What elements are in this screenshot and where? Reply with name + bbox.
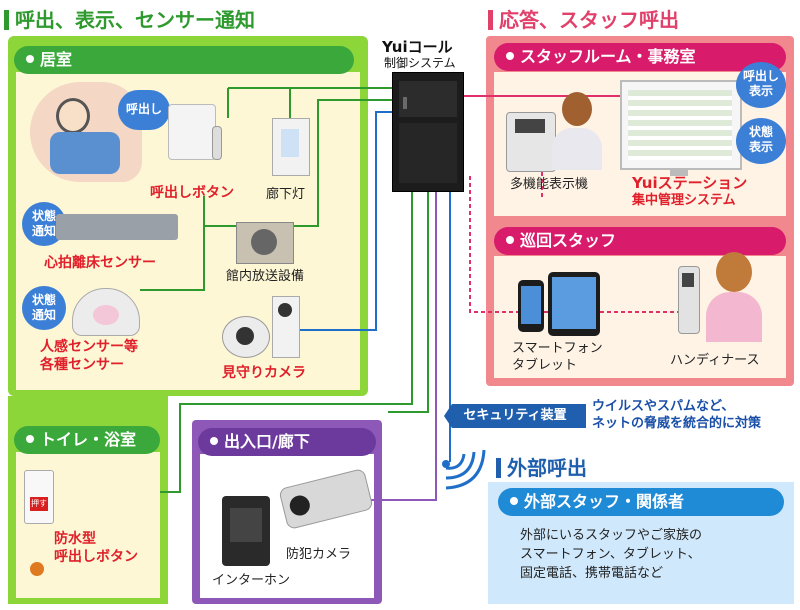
security-label-tag: セキュリティ装置	[444, 404, 586, 428]
multi-display-label: 多機能表示機	[510, 177, 589, 192]
intercom-device	[222, 496, 270, 566]
intercom-label: インターホン	[212, 573, 291, 588]
staff-operator-illustration	[552, 92, 602, 172]
entrance-title-pill: 出入口/廊下	[198, 428, 376, 456]
toilet-title-pill: トイレ・浴室	[14, 426, 160, 454]
pull-cord-bell-icon	[30, 562, 44, 576]
motion-sensor-label: 人感センサー等 各種センサー	[40, 339, 138, 373]
camera-label: 見守りカメラ	[222, 365, 306, 381]
security-note: ウイルスやスパムなど、 ネットの脅威を統合的に対策	[592, 399, 762, 431]
status-display-badge: 状態 表示	[736, 118, 786, 164]
external-title-pill: 外部スタッフ・関係者	[498, 488, 784, 516]
call-badge: 呼出し	[118, 90, 170, 130]
smartphone-device	[518, 280, 544, 332]
call-button-handle	[212, 126, 222, 160]
waterproof-button-device: 押す	[24, 470, 54, 524]
control-cabinet	[392, 72, 464, 192]
smartphone-label: スマートフォン タブレット	[512, 341, 603, 373]
status-badge-motion: 状態 通知	[22, 286, 66, 330]
pa-speaker-device	[236, 222, 294, 264]
station-monitor	[620, 80, 742, 170]
left-section-title: 呼出、表示、センサー通知	[4, 4, 255, 33]
handy-nurse-phone	[678, 266, 700, 334]
push-button-face: 押す	[30, 497, 48, 511]
pa-system-label: 館内放送設備	[226, 269, 305, 284]
call-button-label: 呼出しボタン	[150, 185, 234, 201]
waterproof-button-label: 防水型 呼出しボタン	[54, 531, 138, 565]
call-display-badge: 呼出し 表示	[736, 62, 786, 108]
patrol-staff-illustration	[702, 252, 766, 344]
room-title-pill: 居室	[14, 46, 354, 74]
security-camera-label: 防犯カメラ	[286, 547, 352, 562]
external-description: 外部にいるスタッフやご家族の スマートフォン、タブレット、 固定電話、携帯電話な…	[520, 528, 703, 581]
call-unit-device	[168, 104, 216, 160]
station-sub-label: 集中管理システム	[632, 193, 736, 208]
control-subtitle: 制御システム	[384, 56, 456, 70]
station-monitor-stand	[670, 168, 688, 176]
heart-sensor-label: 心拍離床センサー	[44, 255, 156, 271]
patrol-title-pill: 巡回スタッフ	[494, 227, 786, 255]
box-camera-device	[272, 296, 300, 358]
dome-camera-device	[222, 316, 270, 358]
tablet-device	[548, 272, 600, 336]
heart-sensor-pad	[56, 214, 178, 240]
corridor-light-label: 廊下灯	[266, 187, 306, 202]
multi-display-phone	[506, 112, 556, 172]
motion-sensor-device	[72, 288, 140, 336]
staff-room-title-pill: スタッフルーム・事務室	[494, 43, 786, 71]
control-brand: Yuiコール	[382, 38, 453, 56]
corridor-light-device	[272, 118, 310, 176]
external-section-title: 外部呼出	[496, 452, 587, 481]
handy-nurse-label: ハンディナース	[670, 353, 760, 368]
station-label: Yuiステーション	[632, 174, 748, 192]
right-section-title: 応答、スタッフ呼出	[488, 4, 679, 33]
